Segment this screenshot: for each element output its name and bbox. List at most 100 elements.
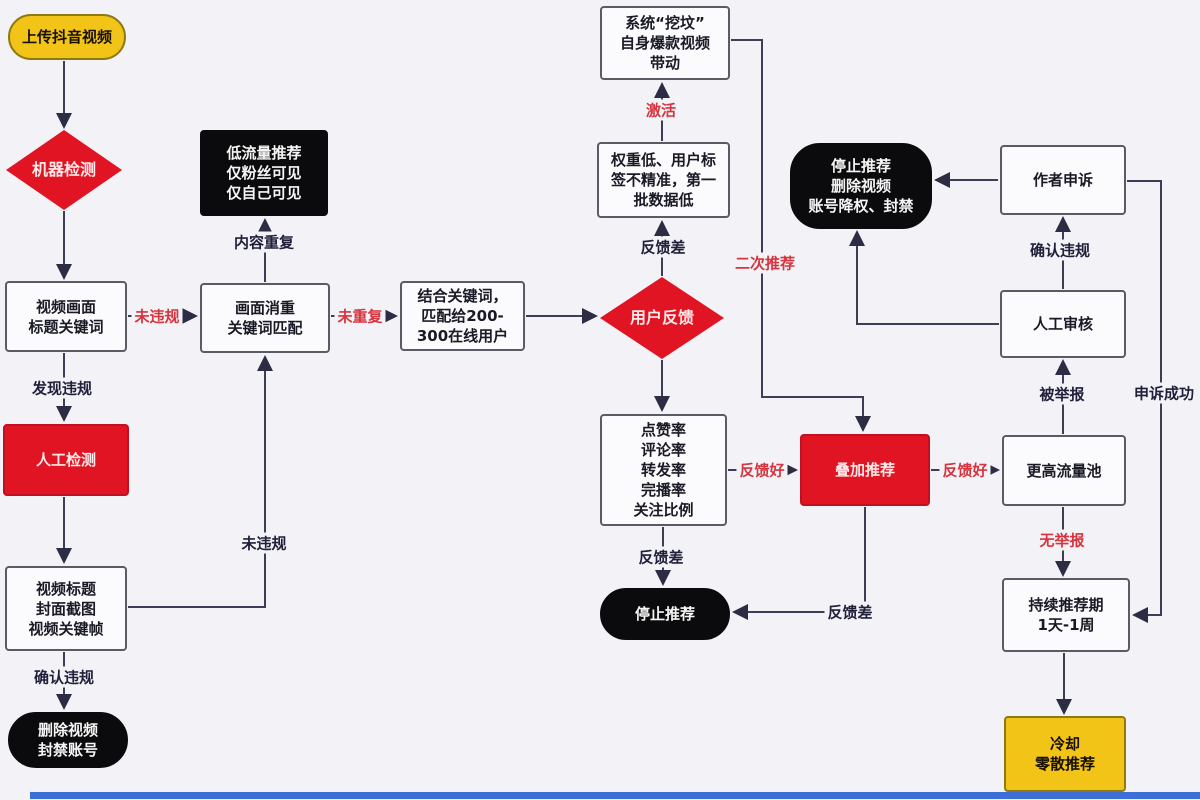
node-low-weight-line-1: 签不精准，第一 <box>610 171 716 189</box>
arrow-manual-review-to-stop-delete-ban <box>849 230 999 325</box>
node-video-title-line-2: 视频关键帧 <box>28 619 104 638</box>
bottom-blue-bar <box>30 792 1200 799</box>
edge-label-low-weight-to-sys-dig: 激活 <box>642 99 680 121</box>
node-stop-delete-ban-text: 停止推荐删除视频账号降权、封禁 <box>792 156 930 216</box>
arrow-video-title-to-dedup <box>128 355 273 608</box>
node-keyword-match-line-1: 匹配给200- <box>421 307 504 325</box>
edge-label-higher-pool-to-manual-review: 被举报 <box>1036 383 1088 405</box>
node-low-traffic-line-2: 仅自己可见 <box>226 184 302 202</box>
node-cont-rec-line-1: 1天-1周 <box>1037 616 1095 634</box>
node-low-traffic: 低流量推荐仅粉丝可见仅自己可见 <box>200 130 328 216</box>
node-manual-check: 人工检测 <box>3 424 129 496</box>
node-stop-rec: 停止推荐 <box>600 588 730 640</box>
node-keyword-match-line-0: 结合关键词， <box>417 287 508 305</box>
node-manual-review-text: 人工审核 <box>1002 314 1124 334</box>
node-metrics-line-3: 完播率 <box>640 481 686 499</box>
node-video-title-text: 视频标题封面截图视频关键帧 <box>7 579 125 639</box>
node-keyword-match-line-2: 300在线用户 <box>416 327 509 345</box>
node-delete-ban: 删除视频封禁账号 <box>8 712 128 768</box>
node-metrics-text: 点赞率评论率转发率完播率关注比例 <box>602 420 725 520</box>
node-stop-rec-text: 停止推荐 <box>602 604 728 624</box>
node-higher-pool: 更高流量池 <box>1002 435 1126 506</box>
node-author-appeal-text: 作者申诉 <box>1002 170 1124 190</box>
edge-label-video-frame-to-manual-check: 发现违规 <box>28 377 96 399</box>
node-sys-dig-line-1: 自身爆款视频 <box>619 34 710 52</box>
node-higher-pool-line-0: 更高流量池 <box>1026 461 1102 480</box>
node-manual-review: 人工审核 <box>1000 290 1126 358</box>
node-metrics-line-1: 评论率 <box>640 441 686 459</box>
node-machine-check-text: 机器检测 <box>6 160 122 180</box>
node-low-weight-text: 权重低、用户标签不精准，第一批数据低 <box>599 150 728 210</box>
node-video-title-line-1: 封面截图 <box>35 599 96 618</box>
edge-label-overlay-rec-to-stop-rec: 反馈差 <box>824 601 876 623</box>
edge-label-metrics-to-overlay-rec: 反馈好 <box>736 459 788 481</box>
node-cooling-line-1: 零散推荐 <box>1034 755 1095 773</box>
node-stop-rec-line-0: 停止推荐 <box>634 605 695 623</box>
node-low-weight-line-0: 权重低、用户标 <box>610 151 716 169</box>
edge-label-manual-review-to-author-appeal: 确认违规 <box>1026 239 1094 261</box>
node-video-frame: 视频画面标题关键词 <box>5 281 127 352</box>
edge-label-sys-dig-to-overlay-rec: 二次推荐 <box>731 252 799 274</box>
node-manual-check-text: 人工检测 <box>5 450 127 470</box>
node-manual-check-line-0: 人工检测 <box>35 451 96 469</box>
node-user-feedback-text: 用户反馈 <box>600 308 724 328</box>
node-dedup-text: 画面消重关键词匹配 <box>202 298 328 338</box>
node-dedup: 画面消重关键词匹配 <box>200 283 330 353</box>
node-cooling: 冷却零散推荐 <box>1004 716 1126 792</box>
node-sys-dig-line-2: 带动 <box>649 54 680 72</box>
arrow-overlay-rec-to-stop-rec <box>732 507 866 620</box>
node-cooling-text: 冷却零散推荐 <box>1006 734 1124 774</box>
node-low-traffic-line-1: 仅粉丝可见 <box>226 164 302 182</box>
node-sys-dig-line-0: 系统“挖坟” <box>625 14 705 32</box>
node-cont-rec: 持续推荐期 1天-1周 <box>1002 578 1130 652</box>
node-cont-rec-line-0: 持续推荐期 <box>1028 596 1104 614</box>
node-low-traffic-text: 低流量推荐仅粉丝可见仅自己可见 <box>202 143 326 203</box>
node-stop-delete-ban-line-0: 停止推荐 <box>830 157 891 175</box>
node-video-title: 视频标题封面截图视频关键帧 <box>5 566 127 651</box>
node-higher-pool-text: 更高流量池 <box>1004 461 1124 481</box>
edge-label-user-feedback-to-low-weight: 反馈差 <box>637 236 689 258</box>
node-stop-delete-ban-line-2: 账号降权、封禁 <box>808 197 914 215</box>
node-cont-rec-text: 持续推荐期 1天-1周 <box>1004 595 1128 635</box>
edge-label-author-appeal-to-cont-rec: 申诉成功 <box>1130 382 1198 404</box>
node-metrics-line-4: 关注比例 <box>633 501 694 519</box>
node-delete-ban-text: 删除视频封禁账号 <box>10 720 126 760</box>
node-delete-ban-line-0: 删除视频 <box>37 721 98 739</box>
node-overlay-rec: 叠加推荐 <box>800 434 930 506</box>
node-video-frame-line-0: 视频画面 <box>35 297 96 316</box>
edge-label-video-frame-to-dedup: 未违规 <box>131 305 183 327</box>
node-upload: 上传抖音视频 <box>8 14 126 60</box>
node-cooling-line-0: 冷却 <box>1049 735 1080 753</box>
node-video-frame-text: 视频画面标题关键词 <box>7 297 125 337</box>
node-user-feedback-line-0: 用户反馈 <box>629 308 694 327</box>
node-low-traffic-line-0: 低流量推荐 <box>226 144 302 162</box>
node-overlay-rec-text: 叠加推荐 <box>802 460 928 480</box>
edge-label-metrics-to-stop-rec: 反馈差 <box>635 546 687 568</box>
node-low-weight-line-2: 批数据低 <box>633 191 694 209</box>
node-keyword-match-text: 结合关键词， 匹配给200- 300在线用户 <box>402 286 523 346</box>
node-dedup-line-0: 画面消重 <box>234 299 295 317</box>
node-sys-dig-text: 系统“挖坟” 自身爆款视频带动 <box>602 13 728 73</box>
node-low-weight: 权重低、用户标签不精准，第一批数据低 <box>597 142 730 218</box>
node-stop-delete-ban: 停止推荐删除视频账号降权、封禁 <box>790 143 932 229</box>
node-metrics: 点赞率评论率转发率完播率关注比例 <box>600 414 727 526</box>
node-video-title-line-0: 视频标题 <box>35 579 96 598</box>
node-sys-dig: 系统“挖坟” 自身爆款视频带动 <box>600 6 730 80</box>
node-metrics-line-2: 转发率 <box>640 461 686 479</box>
edge-label-overlay-rec-to-higher-pool: 反馈好 <box>939 459 991 481</box>
edge-label-dedup-to-low-traffic: 内容重复 <box>230 231 298 253</box>
edge-label-video-title-to-dedup: 未违规 <box>238 532 290 554</box>
edge-label-higher-pool-to-cont-rec: 无举报 <box>1036 529 1088 551</box>
node-upload-line-0: 上传抖音视频 <box>21 28 112 46</box>
node-keyword-match: 结合关键词， 匹配给200- 300在线用户 <box>400 281 525 351</box>
node-metrics-line-0: 点赞率 <box>640 421 686 439</box>
node-author-appeal: 作者申诉 <box>1000 145 1126 215</box>
node-upload-text: 上传抖音视频 <box>10 27 124 47</box>
arrow-sys-dig-to-overlay-rec <box>731 39 871 432</box>
node-video-frame-line-1: 标题关键词 <box>28 317 104 336</box>
node-stop-delete-ban-line-1: 删除视频 <box>830 177 891 195</box>
node-delete-ban-line-1: 封禁账号 <box>37 741 98 759</box>
edge-label-dedup-to-keyword-match: 未重复 <box>334 305 386 327</box>
